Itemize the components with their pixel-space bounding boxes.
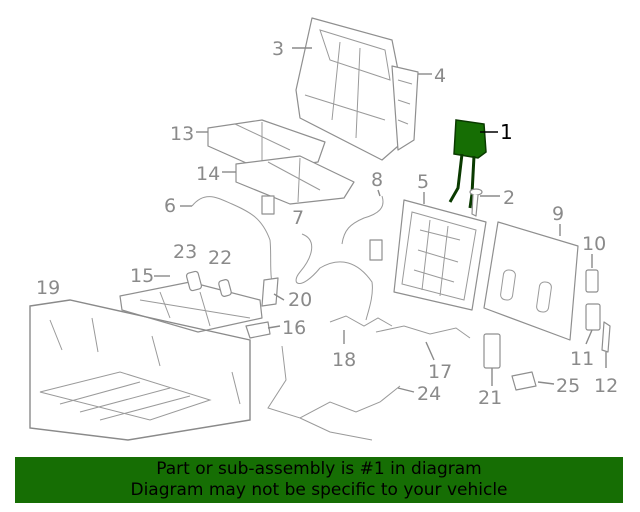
callout-23: 23 [173, 241, 197, 263]
callout-10: 10 [582, 233, 606, 255]
callout-3: 3 [272, 38, 284, 60]
back-frame-part [393, 199, 487, 311]
bracket-part-12 [601, 321, 611, 353]
cable-connector-part-2 [369, 239, 383, 261]
callout-24: 24 [417, 383, 441, 405]
bracket-part-11 [585, 303, 601, 331]
callout-5: 5 [417, 171, 429, 193]
harness-part-17 [375, 325, 471, 339]
callout-15: 15 [130, 265, 154, 287]
bracket-part-20 [261, 277, 279, 307]
seat-pad-part [235, 155, 355, 205]
callout-12: 12 [594, 375, 618, 397]
banner-line-2: Diagram may not be specific to your vehi… [130, 480, 508, 500]
callout-22: 22 [208, 247, 232, 269]
bracket-part-10 [585, 269, 599, 293]
callout-8: 8 [371, 169, 383, 191]
callout-11: 11 [570, 348, 594, 370]
callout-21: 21 [478, 387, 502, 409]
callout-9: 9 [552, 203, 564, 225]
cable-part-7 [295, 233, 373, 321]
back-panel-part [483, 221, 579, 341]
module-part-21 [483, 333, 501, 369]
callout-17: 17 [428, 361, 452, 383]
seat-back-part [295, 17, 419, 161]
headrest-part-highlighted [448, 119, 487, 209]
track-assembly-part [29, 299, 251, 441]
cable-part-6 [191, 196, 277, 293]
callout-7: 7 [292, 207, 304, 229]
callout-13: 13 [170, 123, 194, 145]
callout-4: 4 [434, 65, 446, 87]
cable-connector-part [261, 195, 275, 215]
parts-diagram: 1 2 3 4 5 6 7 8 9 10 11 12 13 14 15 16 1… [29, 17, 618, 441]
harness-part-24 [267, 345, 401, 441]
callout-6: 6 [164, 195, 176, 217]
clip-part-22 [218, 279, 232, 297]
callout-14: 14 [196, 163, 220, 185]
callout-1: 1 [500, 120, 513, 144]
module-part-25 [511, 371, 537, 391]
callout-18: 18 [332, 349, 356, 371]
cable-part-8 [341, 195, 384, 245]
bracket-part-16 [245, 321, 271, 339]
guide-sleeve-part [469, 188, 483, 217]
leader-lines [154, 47, 607, 393]
banner-line-1: Part or sub-assembly is #1 in diagram [156, 459, 482, 479]
clip-part-23 [185, 270, 203, 292]
callout-2: 2 [503, 187, 515, 209]
diagram-notice-banner: Part or sub-assembly is #1 in diagram Di… [15, 457, 623, 503]
callout-20: 20 [288, 289, 312, 311]
callout-25: 25 [556, 375, 580, 397]
callout-16: 16 [282, 317, 306, 339]
harness-part-18 [329, 315, 393, 327]
callout-19: 19 [36, 277, 60, 299]
